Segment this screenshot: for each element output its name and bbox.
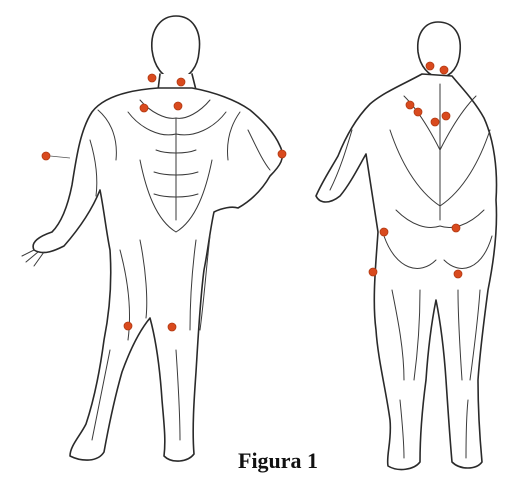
anterior-body-figure	[22, 16, 282, 461]
marker-back-trochanter-left	[369, 268, 377, 276]
marker-front-elbow-left	[42, 152, 50, 160]
posterior-body-figure	[316, 22, 497, 469]
marker-front-elbow-left-leader	[50, 156, 70, 158]
marker-back-trochanter-right	[454, 270, 462, 278]
marker-front-knee-right	[168, 323, 176, 331]
marker-back-gluteal-right	[452, 224, 460, 232]
marker-front-knee-left	[124, 322, 132, 330]
figure-caption: Figura 1	[238, 448, 318, 474]
marker-front-neck-right	[177, 78, 185, 86]
marker-front-chest-right	[174, 102, 182, 110]
marker-back-trapezius-right	[442, 112, 450, 120]
marker-front-elbow-right	[278, 150, 286, 158]
marker-front-chest-left	[140, 104, 148, 112]
marker-back-supraspinatus-right	[431, 118, 439, 126]
marker-back-gluteal-left	[380, 228, 388, 236]
marker-back-supraspinatus-left	[414, 108, 422, 116]
marker-back-occiput-right	[440, 66, 448, 74]
marker-front-neck-left	[148, 74, 156, 82]
marker-back-occiput-left	[426, 62, 434, 70]
marker-back-trapezius-left	[406, 101, 414, 109]
